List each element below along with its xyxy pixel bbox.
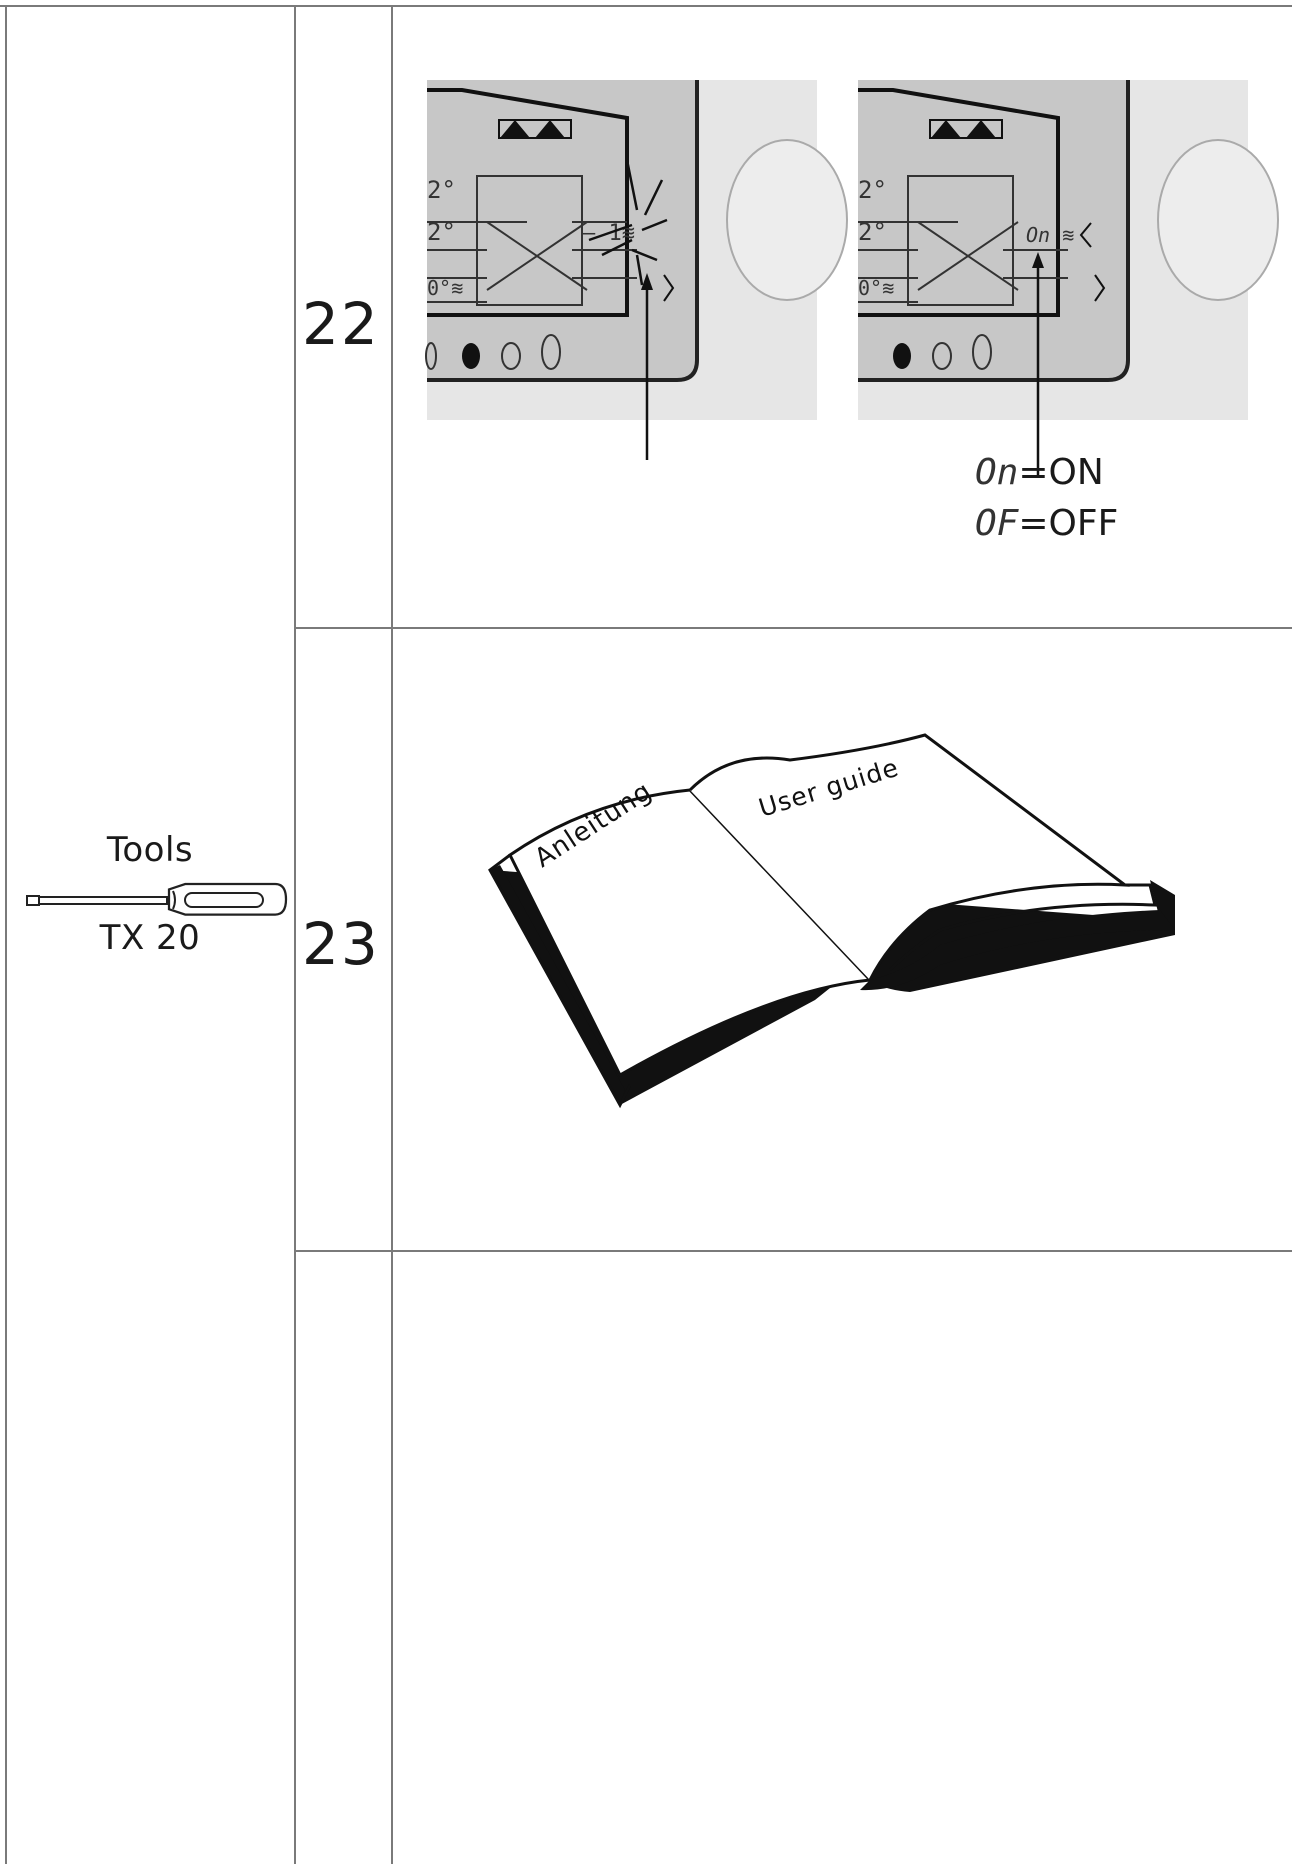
tools-driver-size: TX 20 bbox=[30, 918, 270, 958]
legend-on-segment: On bbox=[975, 452, 1018, 493]
device-display-blinking: 2° 2° 0°≋ – 1≋ bbox=[427, 80, 827, 460]
svg-text:2°: 2° bbox=[858, 176, 887, 204]
legend-off: OF=OFF bbox=[975, 503, 1118, 544]
legend-off-text: =OFF bbox=[1018, 503, 1118, 544]
table-border-top bbox=[0, 5, 1292, 7]
svg-text:0°≋: 0°≋ bbox=[427, 276, 463, 300]
svg-text:2°: 2° bbox=[427, 176, 456, 204]
svg-text:0°≋: 0°≋ bbox=[858, 276, 894, 300]
svg-text:2°: 2° bbox=[858, 218, 887, 246]
device-display-on: 2° 2° 0°≋ On ≋ bbox=[858, 80, 1258, 420]
legend-off-segment: OF bbox=[975, 503, 1018, 544]
step-number-22: 22 bbox=[302, 290, 392, 358]
column-divider-tools bbox=[294, 5, 296, 1864]
table-border-left bbox=[5, 5, 7, 1864]
row-divider-2 bbox=[294, 1250, 1292, 1252]
legend-on: On=ON bbox=[975, 452, 1104, 493]
legend-on-text: =ON bbox=[1018, 452, 1103, 493]
tools-label: Tools bbox=[30, 830, 270, 870]
open-book-icon: Anleitung User guide bbox=[470, 730, 1190, 1110]
display-on-text: On ≋ bbox=[1026, 223, 1074, 247]
row-divider-1 bbox=[294, 627, 1292, 629]
step-number-23: 23 bbox=[302, 910, 392, 978]
svg-text:2°: 2° bbox=[427, 218, 456, 246]
